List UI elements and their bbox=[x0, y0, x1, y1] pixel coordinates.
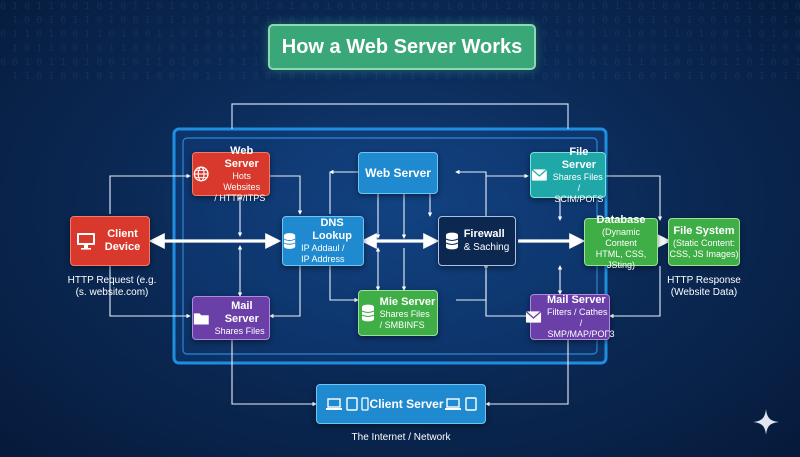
file-system-node[interactable]: File System (Static Content: CSS, JS Ima… bbox=[668, 218, 740, 266]
client-server-node[interactable]: Client Server bbox=[316, 384, 486, 424]
firewall-title: Firewall bbox=[463, 228, 505, 240]
mail-server-left-title: Mail Server bbox=[224, 299, 259, 325]
client-server-title: Client Server bbox=[369, 396, 444, 411]
mail-server-left-node[interactable]: Mail Server Shares Files bbox=[192, 296, 270, 340]
file-system-line-2: CSS, JS Images) bbox=[669, 248, 739, 259]
file-server-line-2: / SCIM/POΓS bbox=[554, 182, 604, 204]
database-icon bbox=[283, 233, 296, 249]
http-request-line-2: (s. website.com) bbox=[75, 287, 149, 298]
internet-label: The Internet / Network bbox=[351, 432, 451, 443]
mail-server-right-line-1: Filters / Cathes bbox=[547, 307, 608, 317]
globe-icon bbox=[193, 166, 209, 182]
database-node[interactable]: Database (Dynamic Content HTML, CSS, JSt… bbox=[584, 214, 658, 270]
file-server-line-1: Shares Files bbox=[552, 171, 603, 182]
envelope-icon bbox=[531, 168, 548, 181]
client-device-node[interactable]: Client Device bbox=[70, 216, 150, 266]
http-request-line-1: HTTP Request (e.g. bbox=[67, 275, 157, 286]
file-system-line-1: (Static Content: bbox=[672, 237, 736, 248]
web-server-top-line-2: / HTTP/ITPS bbox=[214, 192, 266, 203]
monitor-icon bbox=[76, 233, 95, 250]
mie-server-line-1: Shares Files bbox=[379, 308, 430, 319]
database-line-2: HTML, CSS, JSting) bbox=[595, 248, 647, 270]
dns-lookup-line-1: IP Addaul / bbox=[301, 243, 345, 253]
database-icon bbox=[361, 304, 374, 322]
file-system-title: File System bbox=[673, 224, 735, 237]
file-server-title: File Server bbox=[561, 145, 596, 171]
database-title: Database bbox=[596, 213, 646, 226]
mail-server-right-title: Mail Server bbox=[547, 294, 606, 306]
sparkle-icon bbox=[753, 409, 779, 435]
http-response-line-2: (Website Data) bbox=[670, 287, 738, 298]
web-server-center-node[interactable]: Web Server bbox=[358, 152, 438, 194]
mie-server-line-2: / SMBINFS bbox=[379, 319, 425, 330]
web-server-top-line-1: Hots Websites bbox=[223, 170, 261, 192]
database-icon bbox=[445, 232, 458, 250]
dns-lookup-node[interactable]: DNS Lookup IP Addaul / IP Address bbox=[282, 216, 364, 266]
laptop-icon bbox=[326, 397, 342, 410]
web-server-top-node[interactable]: Web Server Hots Websites / HTTP/ITPS bbox=[192, 145, 270, 203]
envelope-icon bbox=[525, 310, 542, 323]
http-request-label: HTTP Request (e.g. (s. website.com) bbox=[64, 275, 160, 299]
file-server-node[interactable]: File Server Shares Files / SCIM/POΓS bbox=[530, 146, 606, 204]
web-server-center-title: Web Server bbox=[365, 165, 431, 180]
page-title: How a Web Server Works bbox=[268, 24, 536, 70]
mail-server-right-node[interactable]: Mail Server Filters / Cathes / SMP/MAP/P… bbox=[525, 294, 614, 340]
dns-lookup-title: DNS Lookup bbox=[312, 217, 352, 242]
mail-server-left-line-1: Shares Files bbox=[214, 325, 265, 336]
mie-server-title: Mie Server bbox=[379, 295, 436, 308]
phone-icon bbox=[361, 397, 369, 411]
dns-lookup-line-2: IP Address bbox=[301, 254, 345, 264]
web-server-top-title: Web Server bbox=[224, 144, 259, 170]
folder-icon bbox=[193, 312, 209, 325]
http-response-label: HTTP Response (Website Data) bbox=[654, 275, 754, 299]
mie-server-node[interactable]: Mie Server Shares Files / SMBINFS bbox=[358, 290, 438, 336]
mail-server-right-line-2: / SMP/MAP/POΓ3 bbox=[547, 318, 615, 339]
tablet-icon bbox=[465, 397, 477, 411]
client-device-title: Client Device bbox=[104, 228, 141, 253]
database-line-1: (Dynamic Content bbox=[601, 226, 640, 248]
firewall-line-1: & Saching bbox=[463, 242, 510, 253]
firewall-node[interactable]: Firewall & Saching bbox=[438, 216, 516, 266]
tablet-icon bbox=[346, 397, 358, 411]
laptop-icon bbox=[444, 397, 461, 410]
http-response-line-1: HTTP Response bbox=[667, 275, 741, 286]
